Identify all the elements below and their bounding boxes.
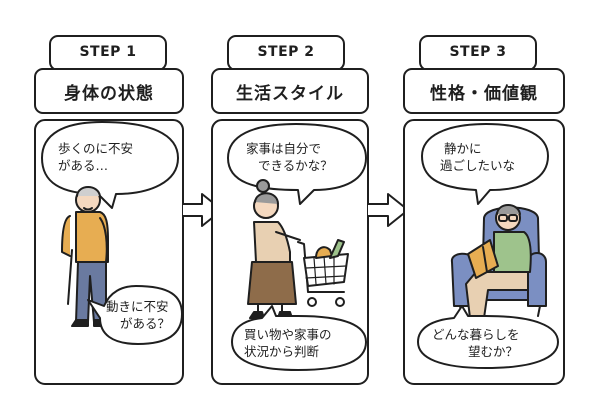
step-1-label: STEP 1 [79,44,137,60]
step-3-top-bubble-text: 静かに 過ごしたいな [440,140,550,174]
step-1-bottom-bubble-text: 動きに不安 がある？ [106,298,184,332]
step-2-title-box [211,68,369,114]
step-3-label: STEP 3 [449,44,507,60]
step-3-bottom-bubble-line-2: 望むか？ [468,344,519,359]
step-2-bottom-bubble-text: 買い物や家事の 状況から判断 [244,326,364,360]
step-3-bottom-bubble [417,305,559,369]
step-1-column [34,35,184,385]
step-3-bottom-bubble-line-1: どんな暮らしを [432,327,520,342]
step-2-title: 生活スタイル [236,84,344,104]
step-2-top-bubble-line-2: できるかな？ [258,158,333,173]
step-3-title-box [403,68,565,114]
step-3-bottom-bubble-text: どんな暮らしを 望むか？ [432,326,556,360]
step-1-bottom-bubble [87,285,183,345]
step-1-top-bubble-line-2: がある… [58,158,109,173]
step-3-column [403,35,565,385]
step-2-top-bubble-line-1: 家事は自分で [246,141,322,156]
step-2-bottom-bubble-line-1: 買い物や家事の [244,327,332,342]
step-2-bottom-bubble-line-2: 状況から判断 [244,344,320,359]
step-3-top-bubble-line-1: 静かに [444,141,482,156]
step-1-top-bubble [41,121,179,209]
right-arrow-icon [367,193,409,227]
step-2-bottom-bubble [231,305,367,371]
step-2-label: STEP 2 [257,44,315,60]
step-2-top-bubble-text: 家事は自分で できるかな？ [246,140,366,174]
step-1-bottom-bubble-line-1: 動きに不安 [106,299,169,314]
step-3-top-bubble-line-2: 過ごしたいな [440,158,516,173]
step-1-top-bubble-text: 歩くのに不安 がある… [58,140,176,174]
step-1-bottom-bubble-line-2: がある？ [120,316,171,331]
shopping-cart-icon [297,239,349,307]
step-3-title: 性格・価値観 [430,84,538,104]
step-2-column [211,35,369,385]
step-1-top-bubble-line-1: 歩くのに不安 [58,141,134,156]
step-3-top-bubble [421,123,549,205]
step-1-title-box [34,68,184,114]
step-1-title: 身体の状態 [64,84,154,104]
reading-man-figure [461,204,532,323]
